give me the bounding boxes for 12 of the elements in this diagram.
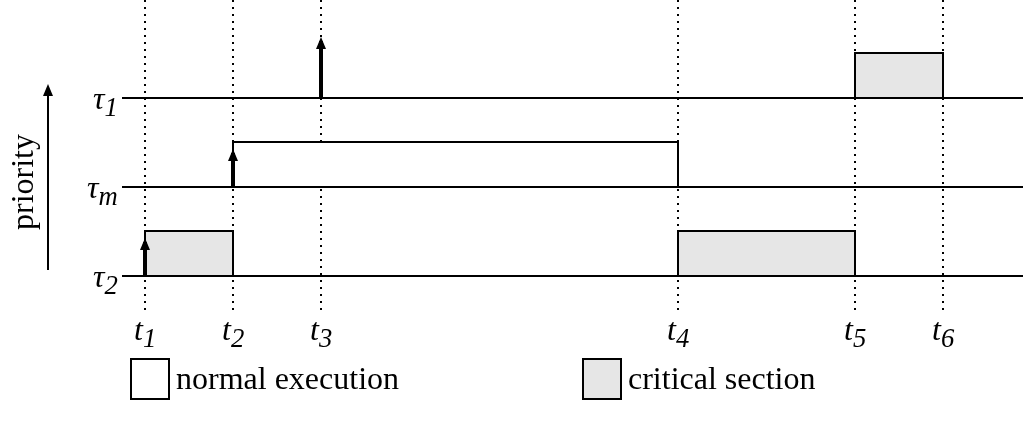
legend-text: normal execution — [176, 362, 400, 394]
time-label: t$_{3}$ — [310, 313, 333, 353]
time-label: t$_{5}$ — [844, 313, 867, 353]
time-label: t$_{4}$ — [667, 313, 690, 353]
task-label: τ$_{m}$ — [87, 171, 118, 211]
time-label: t$_{2}$ — [222, 313, 245, 353]
task-label: τ$_{2}$ — [93, 260, 118, 300]
task-label: τ$_{1}$ — [93, 82, 118, 122]
time-label: t$_{1}$ — [134, 313, 157, 353]
time-label: t$_{6}$ — [932, 313, 955, 353]
legend-text: critical section — [628, 362, 816, 394]
axis-label: priority — [6, 134, 38, 230]
